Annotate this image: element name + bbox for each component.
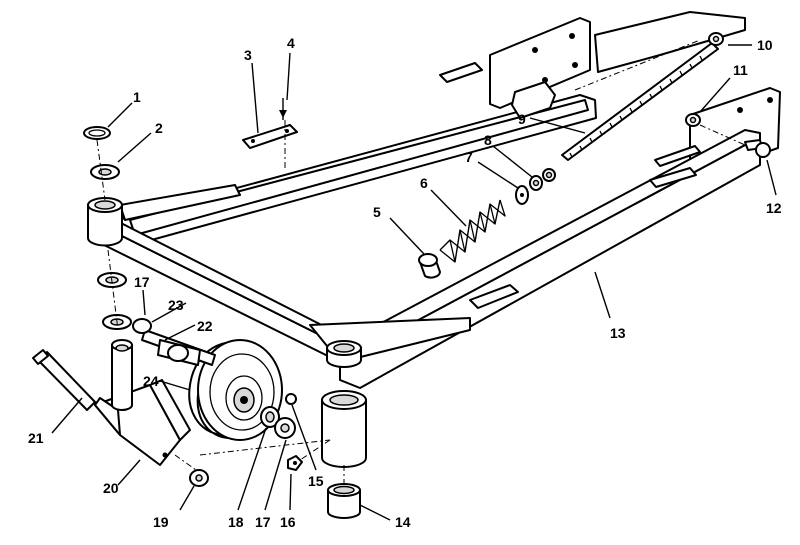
fork-nut [189, 469, 209, 487]
callout-14: 14 [395, 514, 411, 530]
callout-13: 13 [610, 325, 626, 341]
callout-11: 11 [733, 62, 748, 78]
wheel-washer [274, 417, 296, 439]
retaining-ring [83, 126, 111, 140]
compression-spring [439, 199, 506, 263]
bolt-12 [744, 139, 771, 158]
callout-6: 6 [420, 175, 428, 191]
mount-plate [242, 124, 298, 149]
bolt-4 [279, 98, 287, 120]
axle-spacer [157, 339, 201, 366]
wheel-seal [260, 406, 280, 428]
callout-21: 21 [28, 430, 44, 446]
spring-washer [515, 185, 529, 205]
callout-10: 10 [757, 37, 773, 53]
spring-nut [529, 175, 543, 191]
callout-8: 8 [484, 132, 492, 148]
callout-23: 23 [168, 297, 184, 313]
callout-18: 18 [228, 514, 244, 530]
callout-2: 2 [155, 120, 163, 136]
leader-lines [51, 44, 777, 521]
spring-bushing [418, 253, 441, 279]
bushing-14 [327, 483, 361, 519]
callout-15: 15 [308, 473, 324, 489]
callout-12: 12 [766, 200, 782, 216]
rod-nut [708, 32, 724, 46]
callout-5: 5 [373, 204, 381, 220]
rod-nut-lower [542, 168, 556, 182]
callout-17-lower: 17 [255, 514, 271, 530]
nut-11 [685, 113, 701, 127]
callout-3: 3 [244, 47, 252, 63]
callout-24: 24 [143, 373, 159, 389]
grease-fitting-top [285, 393, 297, 405]
axle-bolt [32, 349, 96, 411]
callout-17-upper: 17 [134, 274, 150, 290]
callout-9: 9 [518, 111, 526, 127]
callout-7: 7 [465, 149, 473, 165]
callout-16: 16 [280, 514, 296, 530]
callout-20: 20 [103, 480, 119, 496]
callout-19: 19 [153, 514, 169, 530]
caster-spindle [111, 339, 133, 411]
callout-1: 1 [133, 89, 141, 105]
callout-4: 4 [287, 35, 295, 51]
grease-fitting [287, 455, 303, 471]
caster-fork [94, 379, 191, 466]
centre-lines [96, 39, 746, 485]
threaded-rod [561, 42, 719, 161]
front-caster-tube [321, 340, 367, 468]
callout-22: 22 [197, 318, 213, 334]
washer-top [90, 164, 120, 180]
callout-labels: 1 2 3 4 5 6 7 8 9 10 11 12 13 14 15 16 1… [28, 35, 782, 530]
left-pivot-tube [87, 197, 123, 247]
